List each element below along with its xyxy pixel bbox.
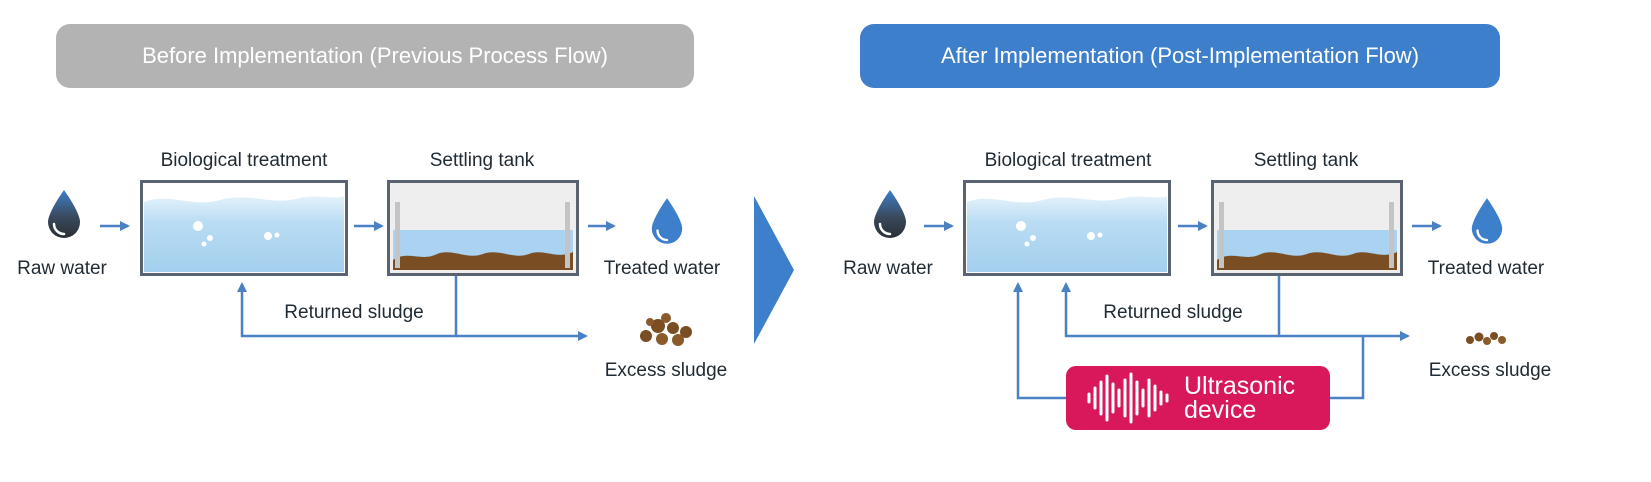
treated-water-label: Treated water bbox=[603, 258, 721, 279]
water-drop-icon bbox=[48, 190, 80, 238]
after-header-text: After Implementation (Post-Implementatio… bbox=[940, 43, 1420, 68]
sludge-pellets-icon bbox=[640, 313, 692, 346]
before-header-text: Before Implementation (Previous Process … bbox=[142, 43, 608, 68]
chevron-right-icon bbox=[754, 196, 794, 344]
water-drop-icon bbox=[651, 198, 683, 244]
settling-label: Settling tank bbox=[1253, 150, 1359, 171]
before-panel: Before Implementation (Previous Process … bbox=[0, 0, 820, 482]
bio-label: Biological treatment bbox=[984, 150, 1152, 171]
after-panel: After Implementation (Post-Implementatio… bbox=[826, 0, 1646, 482]
biological-tank bbox=[140, 180, 348, 276]
ultrasonic-device: Ultrasonic device bbox=[1066, 366, 1330, 430]
sludge-pellets-icon bbox=[1466, 332, 1506, 345]
excess-sludge-label: Excess sludge bbox=[604, 360, 728, 381]
device-label: Ultrasonic device bbox=[1184, 372, 1296, 424]
device-label-line2: device bbox=[1184, 396, 1257, 424]
before-flow-lines bbox=[100, 221, 616, 341]
settling-tank bbox=[1211, 180, 1403, 276]
returned-sludge-label: Returned sludge bbox=[1103, 302, 1243, 323]
water-drop-icon bbox=[1471, 198, 1503, 244]
biological-tank bbox=[963, 180, 1171, 276]
raw-water-label: Raw water bbox=[17, 258, 107, 279]
before-header: Before Implementation (Previous Process … bbox=[56, 24, 694, 88]
after-header: After Implementation (Post-Implementatio… bbox=[860, 24, 1500, 88]
device-label-line1: Ultrasonic bbox=[1184, 372, 1296, 400]
bio-label: Biological treatment bbox=[160, 150, 328, 171]
water-drop-icon bbox=[874, 190, 906, 238]
settling-tank bbox=[387, 180, 579, 276]
settling-label: Settling tank bbox=[429, 150, 535, 171]
sound-wave-icon bbox=[1087, 372, 1169, 424]
after-flow-lines bbox=[924, 221, 1442, 400]
raw-water-label: Raw water bbox=[843, 258, 933, 279]
excess-sludge-label: Excess sludge bbox=[1428, 360, 1552, 381]
returned-sludge-label: Returned sludge bbox=[284, 302, 424, 323]
treated-water-label: Treated water bbox=[1427, 258, 1545, 279]
